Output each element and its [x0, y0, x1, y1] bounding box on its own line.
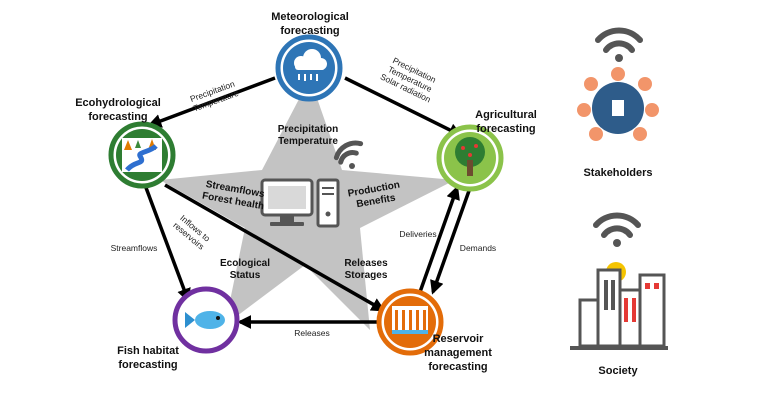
node-reservoir: [376, 288, 444, 356]
node-ecohydrological: [108, 121, 176, 189]
arrows: [143, 76, 472, 329]
arrow-eco-to-res: [164, 183, 386, 312]
edge-label-demands: Demands: [459, 243, 497, 253]
edge-label-streamflows: Streamflows: [110, 243, 158, 253]
label-stakeholders: Stakeholders: [583, 167, 653, 179]
node-fish: [172, 286, 240, 354]
fish-icon: [185, 311, 225, 329]
stakeholders-icon: [577, 67, 659, 141]
edge-label-deliveries: Deliveries: [399, 229, 437, 239]
rain-cloud-icon: [294, 49, 327, 81]
dam-icon: [392, 306, 428, 334]
arrow-agri-to-res: [430, 187, 472, 295]
node-meteorological: [275, 34, 343, 102]
city-icon: [570, 262, 668, 350]
label-society: Society: [598, 365, 638, 377]
center-wifi-icon: [333, 140, 364, 169]
edge-label-releases: Releases: [294, 328, 330, 338]
arrow-eco-to-fish: [143, 184, 191, 303]
forest-river-icon: [122, 138, 162, 172]
node-agricultural: [436, 124, 504, 192]
arrow-res-to-agri: [418, 185, 460, 293]
tree-icon: [455, 137, 485, 176]
stakeholders-wifi-icon: [595, 27, 643, 62]
arrow-met-to-agri: [344, 76, 463, 137]
arrow-met-to-eco: [147, 76, 276, 128]
computer-icon: [260, 178, 340, 228]
society-wifi-icon: [593, 212, 641, 247]
